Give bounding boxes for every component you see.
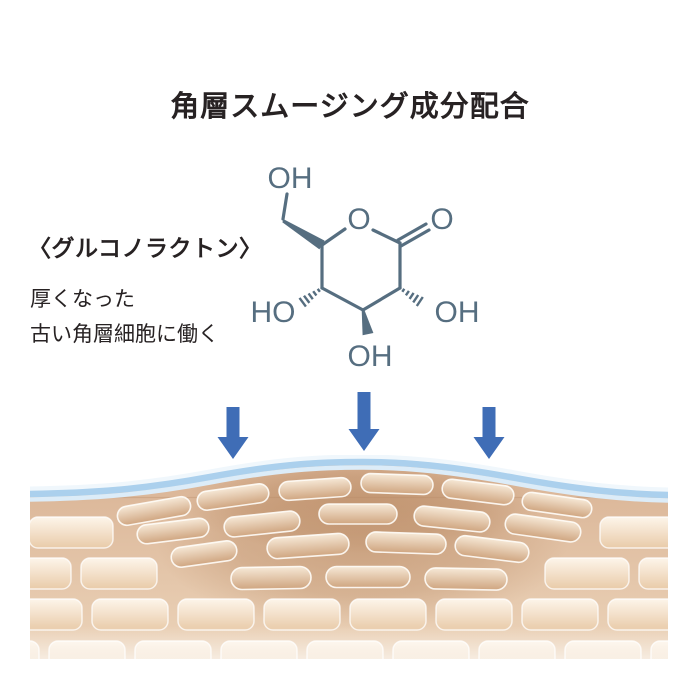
down-arrow-right bbox=[473, 407, 505, 459]
atom-label-ho-left: HO bbox=[251, 296, 296, 329]
gluconolactone-structure-icon: OH O O HO OH OH bbox=[251, 162, 480, 373]
molecule-wedges bbox=[282, 219, 374, 336]
ingredient-description-line1: 厚くなった bbox=[30, 288, 135, 311]
down-arrow-left bbox=[217, 407, 249, 459]
old-cell-cluster bbox=[116, 472, 593, 591]
atom-label-carbonyl-o: O bbox=[430, 203, 453, 236]
page-title: 角層スムージング成分配合 bbox=[170, 91, 530, 123]
ingredient-name: 〈グルコノラクトン〉 bbox=[28, 235, 263, 261]
molecule-bonds bbox=[281, 192, 431, 312]
down-arrow-middle bbox=[348, 392, 380, 451]
surface-film bbox=[30, 455, 668, 503]
ingredient-description-line2: 古い角層細胞に働く bbox=[30, 323, 219, 346]
atom-label-oh-right: OH bbox=[435, 296, 480, 329]
hashed-wedge-left bbox=[298, 288, 321, 308]
atom-label-ch2oh: OH bbox=[268, 162, 313, 195]
atom-label-ring-o: O bbox=[347, 203, 370, 236]
down-arrows bbox=[217, 392, 505, 459]
bottom-fade bbox=[30, 626, 668, 659]
skin-cross-section bbox=[30, 455, 668, 659]
atom-label-oh-bottom: OH bbox=[348, 340, 393, 373]
molecule-labels: OH O O HO OH OH bbox=[251, 162, 480, 373]
hashed-wedge-right bbox=[401, 288, 424, 307]
